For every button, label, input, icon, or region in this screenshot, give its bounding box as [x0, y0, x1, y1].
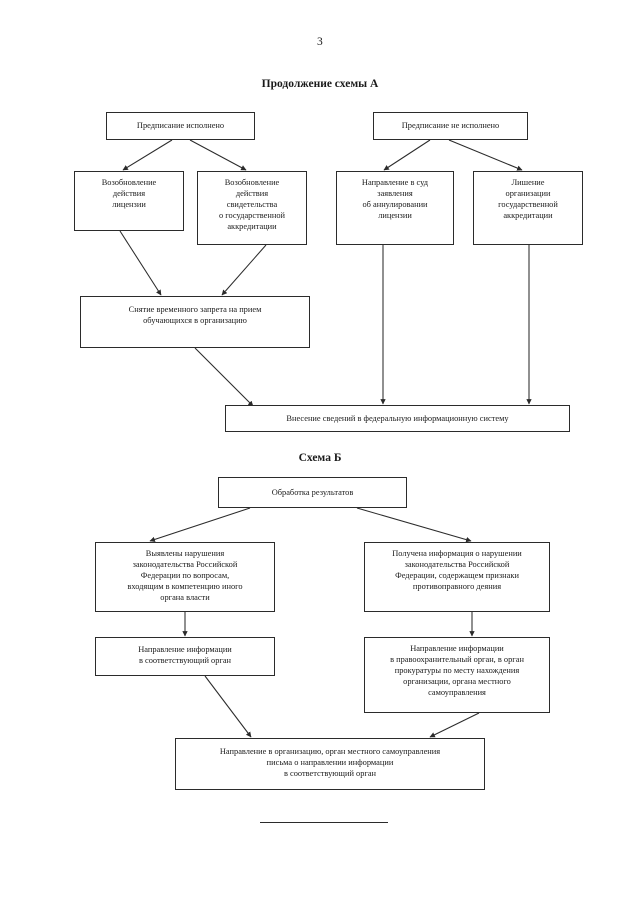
connector-processing-to-information	[356, 507, 472, 543]
node-information-received-label: Получена информация о нарушении законода…	[392, 549, 522, 592]
node-send-letter[interactable]: Направление в организацию, орган местног…	[175, 738, 485, 790]
node-prescription-fulfilled[interactable]: Предписание исполнено	[106, 112, 255, 140]
connector-accreditation-to-liftban	[221, 244, 267, 296]
node-court-application-label: Направление в суд заявления об аннулиров…	[361, 178, 429, 221]
node-prescription-fulfilled-label: Предписание исполнено	[136, 121, 225, 131]
node-federal-system[interactable]: Внесение сведений в федеральную информац…	[225, 405, 570, 432]
node-deprive-accreditation-label: Лишение организации государственной аккр…	[498, 178, 558, 221]
node-processing-results[interactable]: Обработка результатов	[218, 477, 407, 508]
node-court-application[interactable]: Направление в суд заявления об аннулиров…	[336, 171, 454, 245]
footer-separator	[260, 822, 388, 823]
node-deprive-accreditation[interactable]: Лишение организации государственной аккр…	[473, 171, 583, 245]
node-resume-license-label: Возобновление действия лицензии	[101, 178, 157, 210]
node-violations-detected-label: Выявлены нарушения законодательства Росс…	[127, 549, 243, 603]
node-processing-results-label: Обработка результатов	[271, 487, 354, 497]
node-resume-accreditation-label: Возобновление действия свидетельства о г…	[219, 178, 285, 232]
node-send-to-law-enforcement-label: Направление информации в правоохранитель…	[390, 644, 524, 698]
connector-processing-to-violations	[149, 507, 251, 543]
connector-notfulfilled-to-deprive	[448, 139, 523, 171]
node-send-letter-label: Направление в организацию, орган местног…	[219, 747, 441, 779]
connector-liftban-to-federal	[194, 347, 254, 407]
scheme-a-title: Продолжение схемы А	[261, 78, 379, 90]
connector-fulfilled-to-accreditation	[189, 139, 247, 171]
node-send-to-authority[interactable]: Направление информации в соответствующий…	[95, 637, 275, 676]
node-resume-license[interactable]: Возобновление действия лицензии	[74, 171, 184, 231]
node-send-to-law-enforcement[interactable]: Направление информации в правоохранитель…	[364, 637, 550, 713]
connector-license-to-liftban	[119, 230, 162, 296]
node-lift-ban-label: Снятие временного запрета на прием обуча…	[128, 305, 262, 326]
node-violations-detected[interactable]: Выявлены нарушения законодательства Росс…	[95, 542, 275, 612]
node-federal-system-label: Внесение сведений в федеральную информац…	[286, 413, 509, 423]
scheme-b-title: Схема Б	[298, 452, 342, 464]
connector-fulfilled-to-license	[122, 139, 173, 171]
page-number: 3	[316, 36, 324, 48]
node-prescription-not-fulfilled-label: Предписание не исполнено	[401, 121, 500, 131]
node-prescription-not-fulfilled[interactable]: Предписание не исполнено	[373, 112, 528, 140]
node-information-received[interactable]: Получена информация о нарушении законода…	[364, 542, 550, 612]
node-lift-ban[interactable]: Снятие временного запрета на прием обуча…	[80, 296, 310, 348]
connector-authority-to-letter	[204, 675, 252, 738]
connector-notfulfilled-to-court	[383, 139, 431, 171]
connector-lawenforcement-to-letter	[429, 712, 480, 738]
node-send-to-authority-label: Направление информации в соответствующий…	[138, 645, 232, 666]
node-resume-accreditation[interactable]: Возобновление действия свидетельства о г…	[197, 171, 307, 245]
